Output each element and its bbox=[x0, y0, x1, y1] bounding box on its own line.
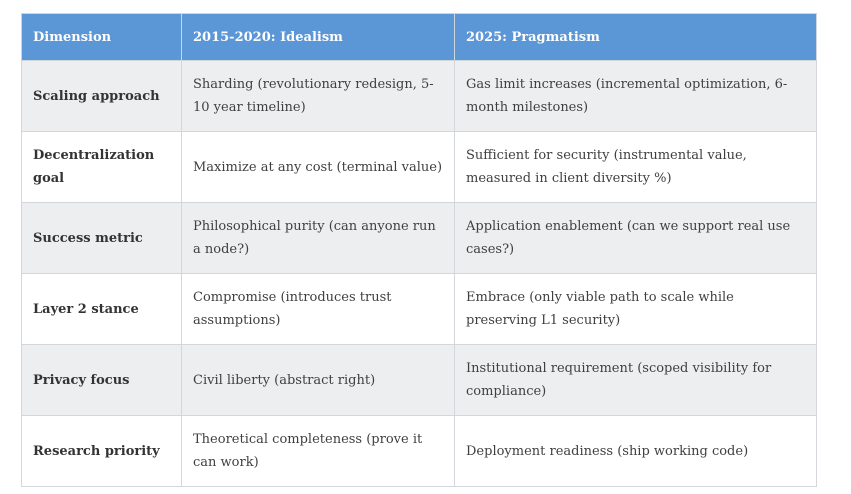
pragmatism-cell: Gas limit increases (incremental optimiz… bbox=[454, 60, 817, 132]
pragmatism-cell: Sufficient for security (instrumental va… bbox=[454, 131, 817, 203]
idealism-cell: Civil liberty (abstract right) bbox=[181, 344, 455, 416]
idealism-cell: Sharding (revolutionary redesign, 5-10 y… bbox=[181, 60, 455, 132]
pragmatism-cell: Application enablement (can we support r… bbox=[454, 202, 817, 274]
idealism-cell: Philosophical purity (can anyone run a n… bbox=[181, 202, 455, 274]
idealism-cell: Compromise (introduces trust assumptions… bbox=[181, 273, 455, 345]
pragmatism-cell: Embrace (only viable path to scale while… bbox=[454, 273, 817, 345]
comparison-table: Dimension 2015-2020: Idealism 2025: Prag… bbox=[21, 13, 817, 487]
header-pragmatism: 2025: Pragmatism bbox=[454, 13, 817, 61]
pragmatism-cell: Institutional requirement (scoped visibi… bbox=[454, 344, 817, 416]
dimension-cell: Layer 2 stance bbox=[21, 273, 182, 345]
dimension-cell: Privacy focus bbox=[21, 344, 182, 416]
header-dimension: Dimension bbox=[21, 13, 182, 61]
dimension-cell: Research priority bbox=[21, 415, 182, 487]
header-row: Dimension 2015-2020: Idealism 2025: Prag… bbox=[21, 13, 817, 61]
idealism-cell: Maximize at any cost (terminal value) bbox=[181, 131, 455, 203]
dimension-cell: Success metric bbox=[21, 202, 182, 274]
dimension-cell: Scaling approach bbox=[21, 60, 182, 132]
dimension-cell: Decentralization goal bbox=[21, 131, 182, 203]
idealism-cell: Theoretical completeness (prove it can w… bbox=[181, 415, 455, 487]
header-idealism: 2015-2020: Idealism bbox=[181, 13, 455, 61]
pragmatism-cell: Deployment readiness (ship working code) bbox=[454, 415, 817, 487]
